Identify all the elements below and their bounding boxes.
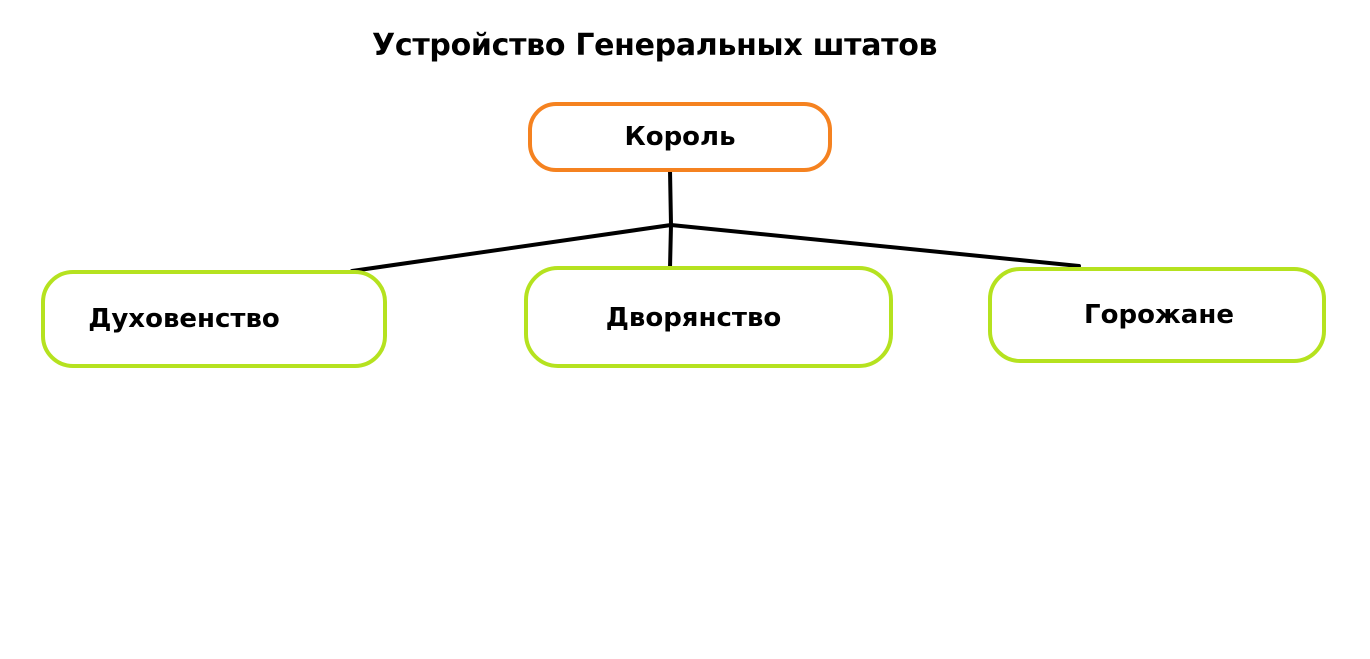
node-king-label: Король: [624, 122, 736, 152]
connector-to-townsfolk: [669, 223, 1081, 268]
connector-root-trunk: [668, 168, 673, 227]
connector-to-clergy: [350, 223, 673, 273]
node-nobility: Дворянство: [524, 266, 893, 368]
node-clergy: Духовенство: [41, 270, 387, 368]
node-king: Король: [528, 102, 832, 172]
diagram-title: Устройство Генеральных штатов: [372, 28, 938, 63]
node-clergy-label: Духовенство: [88, 304, 280, 334]
node-townsfolk-label: Горожане: [1084, 300, 1234, 330]
node-townsfolk: Горожане: [988, 267, 1326, 363]
connector-to-nobility: [668, 223, 673, 270]
node-nobility-label: Дворянство: [605, 303, 782, 333]
